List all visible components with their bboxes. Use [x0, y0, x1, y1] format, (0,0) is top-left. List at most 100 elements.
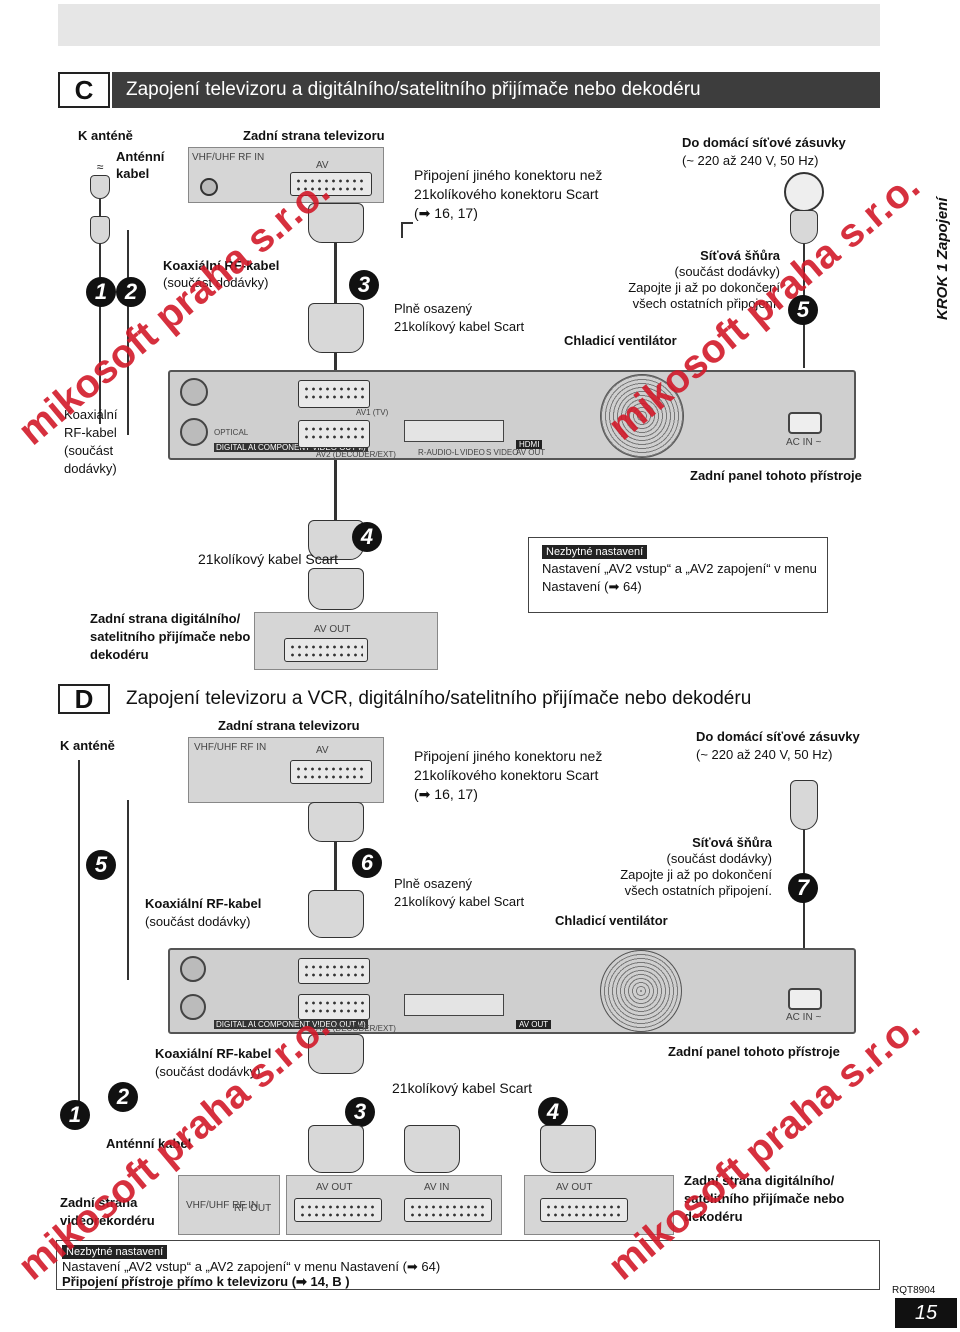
- step-1-badge-d: 1: [60, 1100, 90, 1130]
- leader-line: [401, 222, 413, 224]
- av2-scart-socket: [298, 420, 370, 448]
- sat-rear-d-line1: Zadní strana digitálního/: [684, 1173, 835, 1188]
- coax-left-line3: (součást: [64, 443, 114, 458]
- rf-in-connector: [180, 378, 208, 406]
- scart-full-d-line1: Plně osazený: [394, 876, 473, 891]
- scart-plug-icon: [308, 203, 364, 243]
- audio-out-label: R-AUDIO-L: [418, 448, 459, 457]
- scart-full-d-line2: 21kolíkový kabel Scart: [394, 894, 525, 909]
- sat-scart-socket: [284, 638, 368, 662]
- step-6-badge-d: 6: [352, 848, 382, 878]
- ac-in-label-d: AC IN ~: [786, 1012, 822, 1023]
- power-cord-d-line4: všech ostatních připojení.: [624, 883, 772, 898]
- scart-cable-line: [334, 353, 337, 379]
- step-3-badge-d: 3: [345, 1097, 375, 1127]
- rf-out-connector: [180, 418, 208, 446]
- side-step-tab: KROK 1 Zapojení: [926, 180, 960, 330]
- scart-full-line2: 21kolíkový kabel Scart: [394, 319, 525, 334]
- scart-plug-icon: [308, 568, 364, 610]
- doc-code: RQT8904: [892, 1285, 936, 1296]
- step-5-badge: 5: [788, 295, 818, 325]
- av1-tv-label: AV1 (TV): [356, 408, 389, 417]
- antenna-cable-d: [78, 760, 80, 1120]
- cable-line: [127, 230, 129, 435]
- section-letter-c: C: [58, 72, 110, 108]
- label-scart-full: Plně osazený 21kolíkový kabel Scart: [394, 300, 524, 336]
- coax-cable-text: Koaxiální RF-kabel: [163, 258, 280, 273]
- label-sat-rear: Zadní strana digitálního/satelitního při…: [90, 610, 250, 664]
- label-antenni-kabel: Anténní kabel: [116, 149, 165, 181]
- av2-label-d: AV2 (DECODER/EXT): [316, 1024, 396, 1033]
- label-power-outlet: Do domácí síťové zásuvky(~ 220 až 240 V,…: [682, 134, 846, 170]
- power-outlet-d-line2: (~ 220 až 240 V, 50 Hz): [696, 747, 833, 762]
- vcr-rear-panel: [178, 1175, 280, 1235]
- step-4-badge: 4: [352, 522, 382, 552]
- svideo-out-label: S VIDEO: [486, 448, 519, 457]
- sat-av-out-label: AV OUT: [314, 624, 351, 635]
- tv-av-label-d: AV: [316, 745, 329, 756]
- coax-d2-line1: Koaxiální RF-kabel: [155, 1046, 272, 1061]
- vcr-rf-in-label: VHF/UHF RF IN: [186, 1200, 259, 1211]
- scart-plug-icon-d2: [308, 1034, 364, 1074]
- label-tv-rear: Zadní strana televizoru: [243, 128, 385, 143]
- audio-video-out-block: [404, 420, 504, 442]
- scart-plug-icon-d4: [404, 1125, 460, 1173]
- leader-line: [401, 222, 403, 238]
- vcr-rear-line1: Zadní strana: [60, 1195, 138, 1210]
- step-7-badge-d: 7: [788, 873, 818, 903]
- label-k-antene-d: K anténě: [60, 738, 115, 753]
- recorder-rear-panel-d: [168, 948, 856, 1034]
- wall-socket-icon: [784, 172, 824, 212]
- sat-rear-d-line3: dekodéru: [684, 1209, 743, 1224]
- power-outlet-d-line1: Do domácí síťové zásuvky: [696, 729, 860, 744]
- vcr-rf-out-label: RF OUT: [234, 1203, 272, 1214]
- step-1-badge: 1: [86, 277, 116, 307]
- label-rear-this-unit-d: Zadní panel tohoto přístroje: [668, 1044, 840, 1059]
- direct-tv-connection-text: Připojení přístroje přímo k televizoru (…: [62, 1274, 350, 1289]
- tv-rf-label: VHF/UHF RF IN: [192, 152, 265, 163]
- section-title-c: Zapojení televizoru a digitálního/sateli…: [112, 72, 880, 108]
- power-cord-line1: Síťová šňůra: [700, 248, 780, 263]
- req-line2: Nastavení (➡ 64): [542, 579, 642, 594]
- power-cord-d-line2: (součást dodávky): [666, 851, 773, 866]
- required-settings-text: Nastavení „AV2 vstup“ a „AV2 zapojení“ v…: [542, 560, 817, 596]
- tv-av-label: AV: [316, 160, 329, 171]
- coax-d-line2: (součást dodávky): [145, 914, 251, 929]
- cable-line: [99, 199, 101, 229]
- cable-line-d: [127, 800, 129, 980]
- label-k-antene: K anténě: [78, 128, 133, 143]
- required-settings-text-d: Nastavení „AV2 vstup“ a „AV2 zapojení“ v…: [62, 1259, 441, 1274]
- step-3-badge: 3: [349, 270, 379, 300]
- other-conn-d-line1: Připojení jiného konektoru než: [414, 748, 603, 764]
- coax-left-line1: Koaxiální: [64, 407, 118, 422]
- av2-label: AV2 (DECODER/EXT): [316, 450, 396, 459]
- coax-left-line4: dodávky): [64, 461, 117, 476]
- scart-full-line1: Plně osazený: [394, 301, 473, 316]
- sat-rear-d-line2: satelitního přijímače nebo: [684, 1191, 845, 1206]
- power-cord-line4: všech ostatních připojení.: [632, 296, 780, 311]
- coax-left-line2: RF-kabel: [64, 425, 117, 440]
- other-conn-d-line2: 21kolíkového konektoru Scart: [414, 767, 599, 783]
- label-cooling-fan: Chladicí ventilátor: [564, 333, 677, 348]
- supplied-text: (součást dodávky): [163, 275, 269, 290]
- label-scart-21: 21kolíkový kabel Scart: [198, 551, 339, 567]
- section-title-d: Zapojení televizoru a VCR, digitálního/s…: [112, 684, 880, 714]
- sat-scart-socket-d: [540, 1198, 628, 1222]
- av2-scart-socket-d: [298, 994, 370, 1020]
- scart-plug-icon-d: [308, 890, 364, 938]
- vcr-av-out-label: AV OUT: [316, 1182, 353, 1193]
- label-coax-d2: Koaxiální RF-kabel(součást dodávky): [155, 1045, 271, 1081]
- label-power-cord: Síťová šňůra(součást dodávky)Zapojte ji …: [628, 248, 780, 312]
- required-settings-tag: Nezbytné nastavení: [542, 545, 648, 559]
- tv-rf-label-d: VHF/UHF RF IN: [194, 742, 267, 753]
- video-out-label: VIDEO: [460, 448, 485, 457]
- vcr-av-in-scart: [404, 1198, 492, 1222]
- rf-in-connector-d: [180, 956, 206, 982]
- power-plug-icon: [790, 210, 818, 244]
- vcr-rear-line2: videorekordéru: [60, 1213, 155, 1228]
- required-settings-tag-d: Nezbytné nastavení: [62, 1245, 168, 1259]
- tv-scart-socket: [290, 172, 372, 196]
- av1-scart-socket-d: [298, 958, 370, 984]
